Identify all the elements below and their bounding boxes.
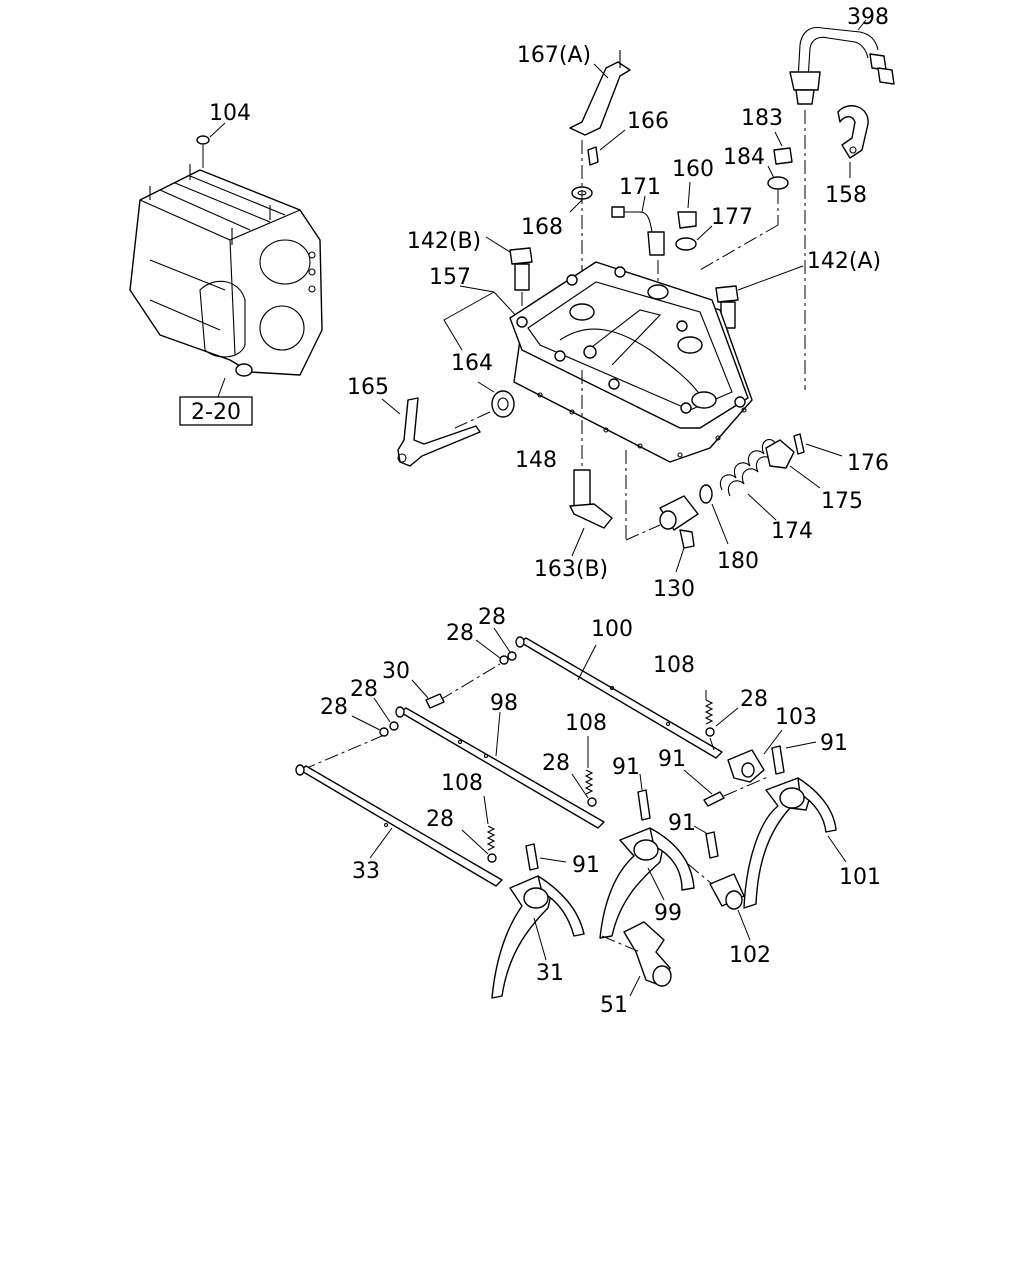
part-30-pin — [411, 679, 445, 709]
part-91-pin-b — [683, 769, 725, 807]
part-108-spring-b — [584, 736, 594, 795]
part-166-screw — [587, 129, 626, 166]
part-157-top-cover — [509, 261, 749, 429]
part-175-plug — [765, 439, 821, 489]
part-158-clip — [837, 105, 869, 178]
callout-160: 160 — [672, 157, 714, 182]
part-99-shift-fork — [599, 827, 695, 939]
part-33-shift-rail — [295, 764, 503, 887]
part-100-shift-rail — [515, 636, 723, 759]
callout-157: 157 — [429, 265, 471, 290]
callout-130: 130 — [653, 577, 695, 602]
callout-91-c: 91 — [612, 755, 640, 780]
part-28-ball-e — [705, 707, 739, 737]
part-180-washer — [699, 484, 729, 545]
transmission-case — [129, 164, 323, 377]
callout-91-e: 91 — [572, 853, 600, 878]
callout-91-d: 91 — [668, 811, 696, 836]
part-165-shift-lever — [381, 397, 481, 467]
part-108-spring-a — [704, 690, 714, 725]
callout-168: 168 — [521, 215, 563, 240]
callout-100: 100 — [591, 617, 633, 642]
callout-158: 158 — [825, 183, 867, 208]
reference-box-frame — [179, 396, 253, 426]
reference-box-label: 2-20 — [191, 400, 241, 425]
callout-101: 101 — [839, 865, 881, 890]
callout-28-b: 28 — [446, 621, 474, 646]
callout-142a: 142(A) — [807, 249, 881, 274]
callout-177: 177 — [711, 205, 753, 230]
part-167a-bracket — [569, 50, 631, 136]
part-184-washer — [767, 165, 789, 190]
part-91-pin-a — [771, 741, 817, 775]
part-130-detent — [659, 495, 699, 573]
callout-166: 166 — [627, 109, 669, 134]
callout-98: 98 — [490, 691, 518, 716]
callout-33: 33 — [352, 859, 380, 884]
callout-164: 164 — [451, 351, 493, 376]
callout-91-b: 91 — [658, 747, 686, 772]
callout-174: 174 — [771, 519, 813, 544]
part-91-pin-d — [693, 825, 719, 859]
part-101-shift-fork — [743, 777, 847, 909]
callout-28-g: 28 — [426, 807, 454, 832]
part-31-shift-fork — [491, 875, 585, 999]
callout-91-a: 91 — [820, 731, 848, 756]
part-103-shift-block — [727, 729, 783, 783]
part-28-balls-left — [351, 697, 399, 737]
callout-175: 175 — [821, 489, 863, 514]
part-91-pin-c — [637, 773, 651, 821]
callout-51: 51 — [600, 993, 628, 1018]
part-28-balls-top — [475, 627, 517, 665]
callout-148: 148 — [515, 448, 557, 473]
callout-398: 398 — [847, 5, 889, 30]
part-171-switch — [611, 195, 665, 256]
callout-30: 30 — [382, 659, 410, 684]
callout-99: 99 — [654, 901, 682, 926]
callout-108-c: 108 — [441, 771, 483, 796]
callout-103: 103 — [775, 705, 817, 730]
callout-180: 180 — [717, 549, 759, 574]
callout-104: 104 — [209, 101, 251, 126]
part-177-washer — [675, 225, 713, 251]
part-142b-bolt — [485, 236, 533, 291]
part-142a-bolt — [715, 265, 804, 329]
part-104-plug — [196, 122, 226, 168]
callout-28-d: 28 — [320, 695, 348, 720]
part-168-washer — [569, 186, 593, 213]
part-183-plug — [773, 131, 793, 165]
callout-184: 184 — [723, 145, 765, 170]
part-163b-arm — [569, 469, 613, 557]
part-28-ball-g — [461, 829, 497, 863]
callout-28-a: 28 — [478, 605, 506, 630]
callout-28-e: 28 — [740, 687, 768, 712]
part-176-pin — [793, 433, 843, 457]
callout-31: 31 — [536, 961, 564, 986]
callout-28-f: 28 — [542, 751, 570, 776]
part-164-oil-seal — [477, 381, 515, 418]
callout-142b: 142(B) — [407, 229, 481, 254]
part-157-leader — [443, 285, 521, 351]
part-398-switch-with-pipe — [789, 19, 895, 105]
part-98-shift-rail — [395, 706, 605, 829]
callout-165: 165 — [347, 375, 389, 400]
part-51-shift-lever — [623, 921, 672, 997]
part-28-ball-f — [571, 773, 597, 807]
callout-108-a: 108 — [653, 653, 695, 678]
part-91-pin-e — [525, 843, 567, 871]
callout-labels: 104 167(A) 166 168 171 160 177 183 184 3… — [209, 5, 889, 1018]
callout-171: 171 — [619, 175, 661, 200]
callout-176: 176 — [847, 451, 889, 476]
callout-102: 102 — [729, 943, 771, 968]
callout-163b: 163(B) — [534, 557, 608, 582]
callout-28-c: 28 — [350, 677, 378, 702]
callout-167a: 167(A) — [517, 43, 591, 68]
part-160-plug — [677, 181, 697, 229]
callout-108-b: 108 — [565, 711, 607, 736]
part-102-shift-block — [709, 873, 751, 941]
part-108-spring-c — [483, 795, 496, 851]
callout-183: 183 — [741, 106, 783, 131]
